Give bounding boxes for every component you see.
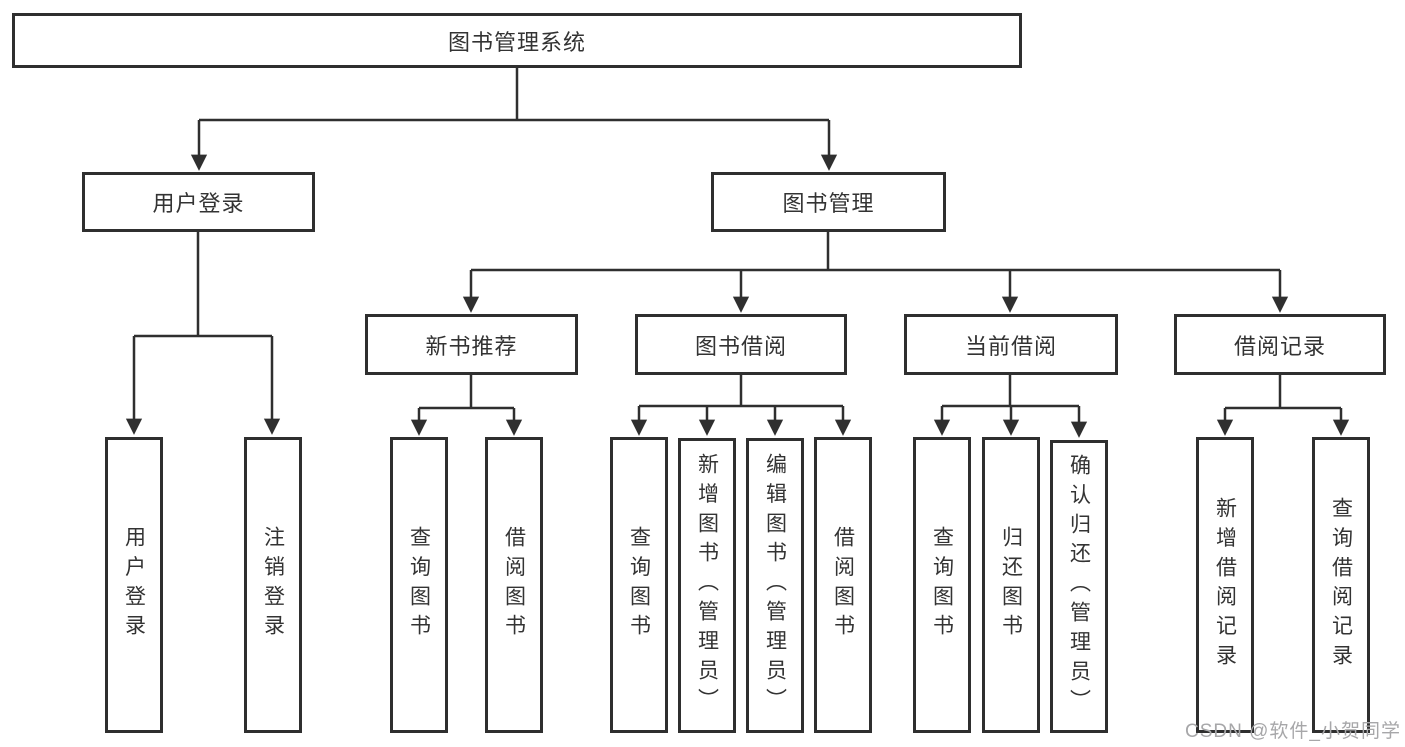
node-user-login: 用户登录 — [82, 172, 315, 232]
node-book-borrow: 图书借阅 — [635, 314, 847, 375]
node-book-management: 图书管理 — [711, 172, 946, 232]
node-leaf-query-books-borrow: 查询图书 — [610, 437, 668, 733]
node-leaf-confirm-return-admin: 确认归还（管理员） — [1050, 440, 1108, 733]
node-leaf-query-books-recommend: 查询图书 — [390, 437, 448, 733]
node-leaf-add-borrow-record: 新增借阅记录 — [1196, 437, 1254, 733]
connector-group — [125, 68, 1350, 438]
node-leaf-user-login: 用户登录 — [105, 437, 163, 733]
node-leaf-edit-book-admin: 编辑图书（管理员） — [746, 438, 804, 733]
csdn-watermark: CSDN @软件_小贺同学 — [1185, 721, 1401, 742]
node-leaf-add-book-admin: 新增图书（管理员） — [678, 438, 736, 733]
node-leaf-query-books-current: 查询图书 — [913, 437, 971, 733]
node-leaf-logout: 注销登录 — [244, 437, 302, 733]
node-current-borrow: 当前借阅 — [904, 314, 1118, 375]
node-leaf-return-book: 归还图书 — [982, 437, 1040, 733]
node-leaf-borrow-books-recommend: 借阅图书 — [485, 437, 543, 733]
node-new-book-recommend: 新书推荐 — [365, 314, 578, 375]
node-leaf-query-borrow-record: 查询借阅记录 — [1312, 437, 1370, 733]
node-borrow-records: 借阅记录 — [1174, 314, 1386, 375]
node-leaf-borrow-books: 借阅图书 — [814, 437, 872, 733]
node-root-library-system: 图书管理系统 — [12, 13, 1022, 68]
